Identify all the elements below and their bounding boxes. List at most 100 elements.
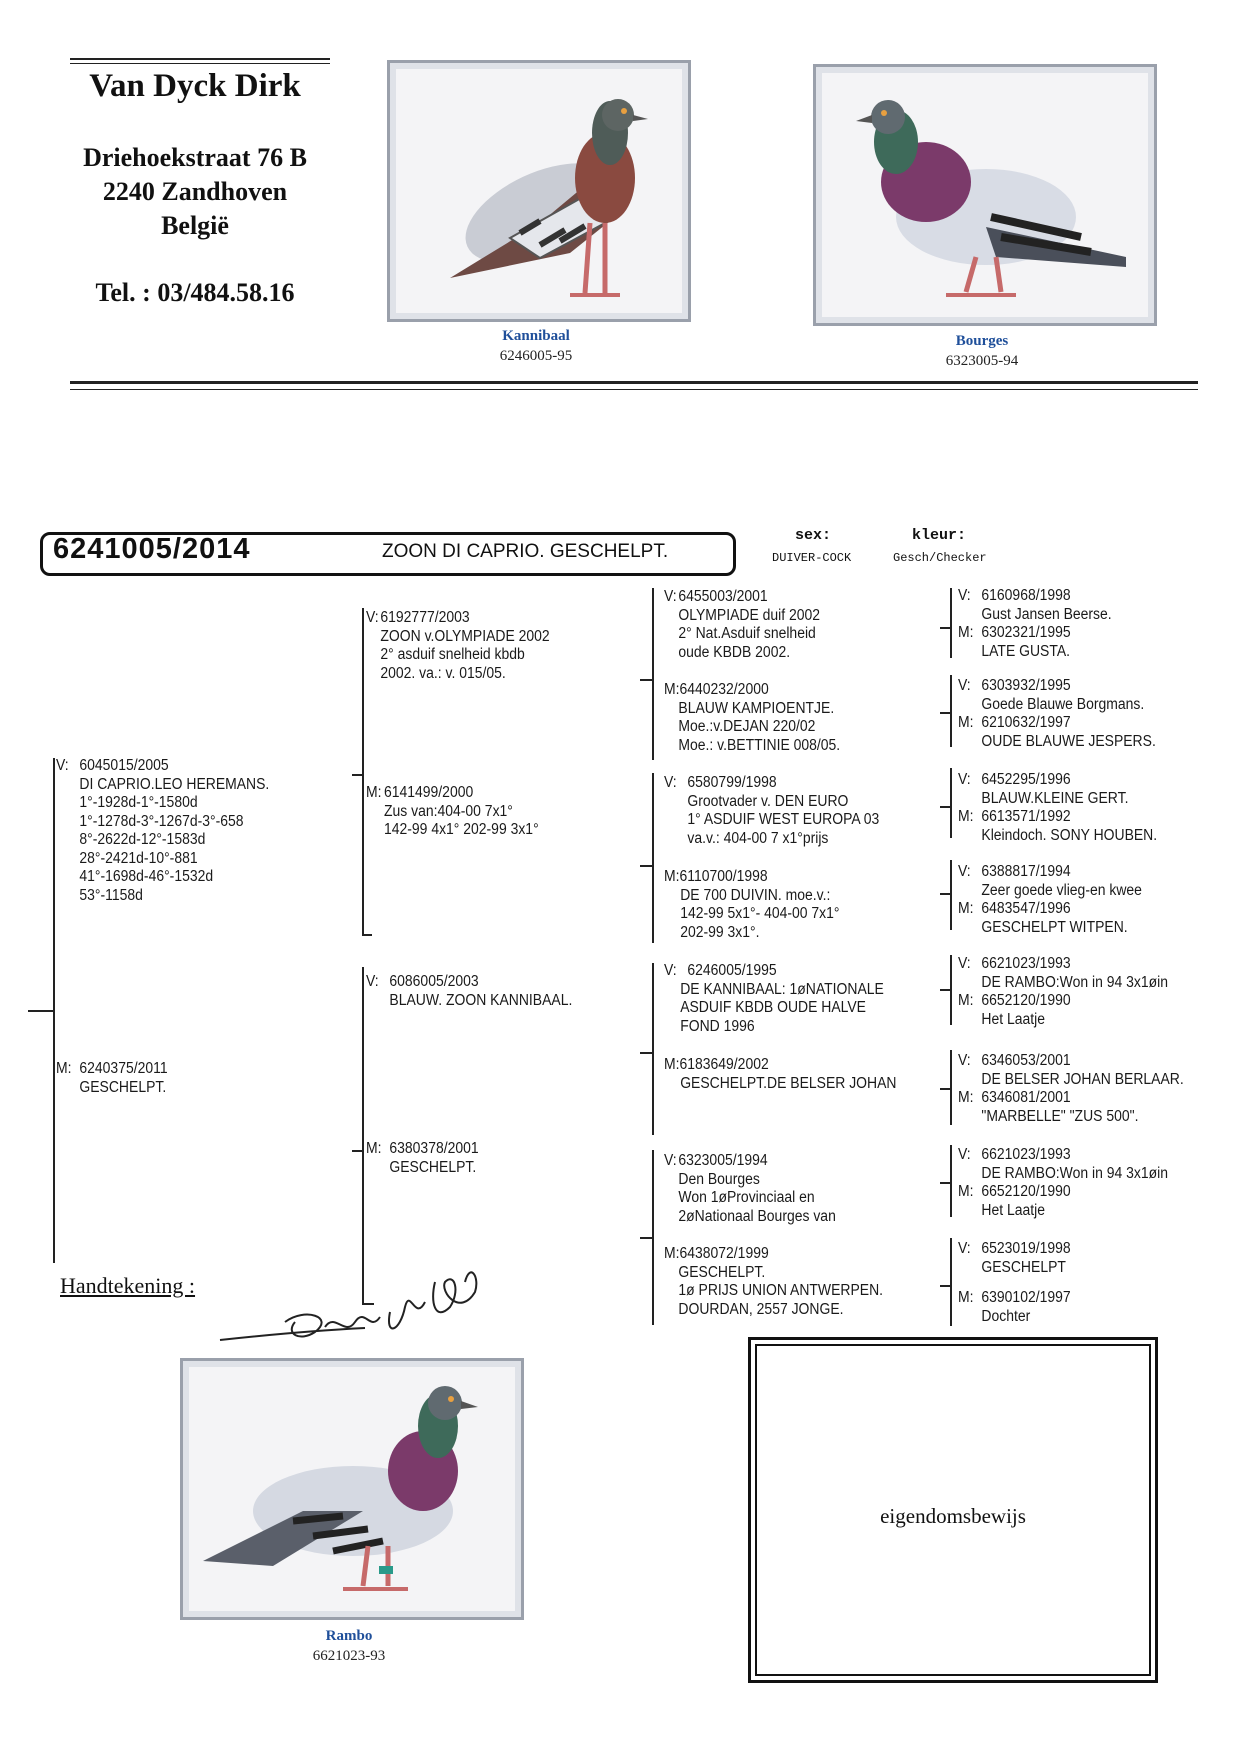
bracket-gen4-1-stem: [940, 627, 950, 629]
pedigree-line: 202-99 3x1°.: [680, 923, 760, 941]
bracket-gen2-top-stem: [352, 774, 362, 776]
pedigree-line: 2° asduif snelheid kbdb: [380, 646, 525, 663]
bracket-gen4-5-stem: [940, 989, 950, 991]
pedigree-line: BLAUW.KLEINE GERT.: [981, 789, 1129, 807]
ring-number: 6390102/1997: [981, 1289, 1071, 1306]
pedigree-line: GESCHELPT.DE BELSER JOHAN: [680, 1074, 897, 1092]
pedigree-line: 2° Nat.Asduif snelheid: [678, 625, 816, 642]
pedigree-line: OLYMPIADE duif 2002: [678, 606, 821, 624]
bracket-gen4-2-stem: [940, 712, 950, 714]
parent-tag: V:: [958, 863, 971, 880]
bracket-gen3-4-stem: [640, 1237, 652, 1239]
gen1-father: V:6045015/2005 DI CAPRIO.LEO HEREMANS. 1…: [56, 757, 269, 905]
photo-bourges: [813, 64, 1157, 326]
gen4-entry-6: V:6346053/2001 DE BELSER JOHAN BERLAAR. …: [958, 1052, 1184, 1126]
pigeon-illustration-icon: [856, 100, 1126, 297]
ring-number: 6346081/2001: [981, 1089, 1071, 1106]
color-value: Gesch/Checker: [893, 551, 987, 565]
bracket-gen4-7-stem: [940, 1182, 950, 1184]
pedigree-line: Het Laatje: [981, 1201, 1046, 1219]
pedigree-line: LATE GUSTA.: [981, 642, 1071, 660]
pedigree-line: 53°-1158d: [79, 886, 143, 904]
ring-number: 6455003/2001: [678, 588, 768, 605]
parent-tag: M:: [664, 868, 680, 885]
parent-tag: V:: [958, 587, 971, 604]
pedigree-line: oude KBDB 2002.: [678, 643, 791, 661]
pedigree-line: 142-99 4x1° 202-99 3x1°: [384, 821, 539, 838]
gen3-entry-3: V: 6580799/1998 Grootvader v. DEN EURO 1°…: [664, 774, 879, 848]
pedigree-line: BLAUW KAMPIOENTJE.: [678, 699, 835, 717]
gen3-entry-8: M:6438072/1999 GESCHELPT. 1ø PRIJS UNION…: [664, 1245, 883, 1319]
pedigree-line: 2002. va.: v. 015/05.: [380, 664, 506, 682]
pedigree-line: va.v.: 404-00 7 x1°prijs: [687, 829, 829, 847]
bracket-gen4-7: [950, 1145, 952, 1217]
ring-number: 6621023/1993: [981, 1146, 1071, 1163]
pedigree-line: 41°-1698d-46°-1532d: [79, 868, 214, 885]
parent-tag: V:: [664, 774, 677, 791]
ring-number: 6440232/2000: [679, 681, 769, 698]
sex-value: DUIVER-COCK: [772, 551, 852, 565]
ring-number: 6580799/1998: [687, 774, 777, 791]
gen3-entry-4: M:6110700/1998 DE 700 DUIVIN. moe.v.: 14…: [664, 868, 840, 942]
parent-tag: V:: [366, 609, 379, 626]
parent-tag: M:: [958, 1183, 974, 1200]
pedigree-line: Moe.:v.DEJAN 220/02: [678, 718, 816, 735]
pedigree-line: DOURDAN, 2557 JONGE.: [678, 1300, 844, 1318]
pedigree-line: GESCHELPT.: [389, 1158, 477, 1176]
parent-tag: V:: [958, 677, 971, 694]
pedigree-line: DI CAPRIO.LEO HEREMANS.: [79, 775, 270, 793]
ring-number: 6380378/2001: [389, 1140, 479, 1157]
bracket-gen4-8-stem: [940, 1285, 950, 1287]
pedigree-line: ASDUIF KBDB OUDE HALVE: [680, 999, 866, 1016]
gen3-entry-2: M:6440232/2000 BLAUW KAMPIOENTJE. Moe.:v…: [664, 681, 840, 755]
bracket-gen3-1-stem: [640, 679, 652, 681]
pedigree-line: DE RAMBO:Won in 94 3x1øin: [981, 973, 1168, 991]
header-top-rule-2: [70, 63, 330, 64]
pedigree-line: Kleindoch. SONY HOUBEN.: [981, 826, 1158, 844]
header-bottom-rule-2: [70, 389, 1198, 390]
parent-tag: M:: [366, 784, 382, 801]
pedigree-line: Den Bourges: [678, 1170, 760, 1188]
ownership-label: eigendomsbewijs: [880, 1504, 1026, 1528]
gen2-entry-3: V:6086005/2003 BLAUW. ZOON KANNIBAAL.: [366, 973, 572, 1010]
pedigree-line: Grootvader v. DEN EURO: [687, 792, 849, 810]
pedigree-line: 28°-2421d-10°-881: [79, 849, 198, 867]
ring-number: 6240375/2011: [79, 1060, 168, 1077]
bracket-gen2-top-end: [362, 934, 372, 936]
pedigree-line: Goede Blauwe Borgmans.: [981, 695, 1145, 713]
ring-number: 6438072/1999: [679, 1245, 769, 1262]
pedigree-line: ZOON v.OLYMPIADE 2002: [380, 627, 550, 645]
ring-number: 6613571/1992: [981, 808, 1071, 825]
pedigree-line: 1°-1928d-1°-1580d: [79, 794, 198, 811]
ring-number: 6086005/2003: [389, 973, 479, 990]
signature-label: Handtekening :: [60, 1273, 196, 1298]
pedigree-line: Moe.: v.BETTINIE 008/05.: [678, 736, 841, 754]
parent-tag: M:: [958, 808, 974, 825]
pedigree-line: 1°-1278d-3°-1267d-3°-658: [79, 812, 244, 830]
pedigree-line: 1° ASDUIF WEST EUROPA 03: [687, 811, 880, 828]
ring-number: 6141499/2000: [384, 784, 474, 801]
parent-tag: V:: [958, 955, 971, 972]
gen2-entry-1: V:6192777/2003 ZOON v.OLYMPIADE 2002 2° …: [366, 609, 550, 683]
ring-number: 6302321/1995: [981, 624, 1071, 641]
bracket-gen4-6-stem: [940, 1088, 950, 1090]
subject-box: [40, 532, 736, 576]
bracket-gen2-bottom-end: [362, 1303, 374, 1305]
bracket-gen3-2-stem: [640, 865, 652, 867]
pedigree-line: OUDE BLAUWE JESPERS.: [981, 732, 1156, 750]
pedigree-line: "MARBELLE" "ZUS 500".: [981, 1107, 1139, 1125]
breeder-street: Driehoekstraat 76 B: [83, 143, 307, 172]
gen2-entry-4: M:6380378/2001 GESCHELPT.: [366, 1140, 479, 1177]
parent-tag: M:: [958, 900, 974, 917]
bracket-gen3-2: [652, 773, 654, 943]
bracket-gen4-6: [950, 1050, 952, 1125]
pedigree-line: 142-99 5x1°- 404-00 7x1°: [680, 905, 840, 922]
ring-number: 6303932/1995: [981, 677, 1071, 694]
photo-rambo-ring: 6621023-93: [312, 1648, 386, 1664]
pedigree-line: GESCHELPT.: [678, 1263, 766, 1281]
ring-number: 6452295/1996: [981, 771, 1071, 788]
pedigree-line: Gust Jansen Beerse.: [981, 605, 1112, 623]
subject-description: ZOON DI CAPRIO. GESCHELPT.: [382, 541, 669, 562]
bracket-gen3-1: [652, 588, 654, 760]
parent-tag: V:: [958, 1240, 971, 1257]
